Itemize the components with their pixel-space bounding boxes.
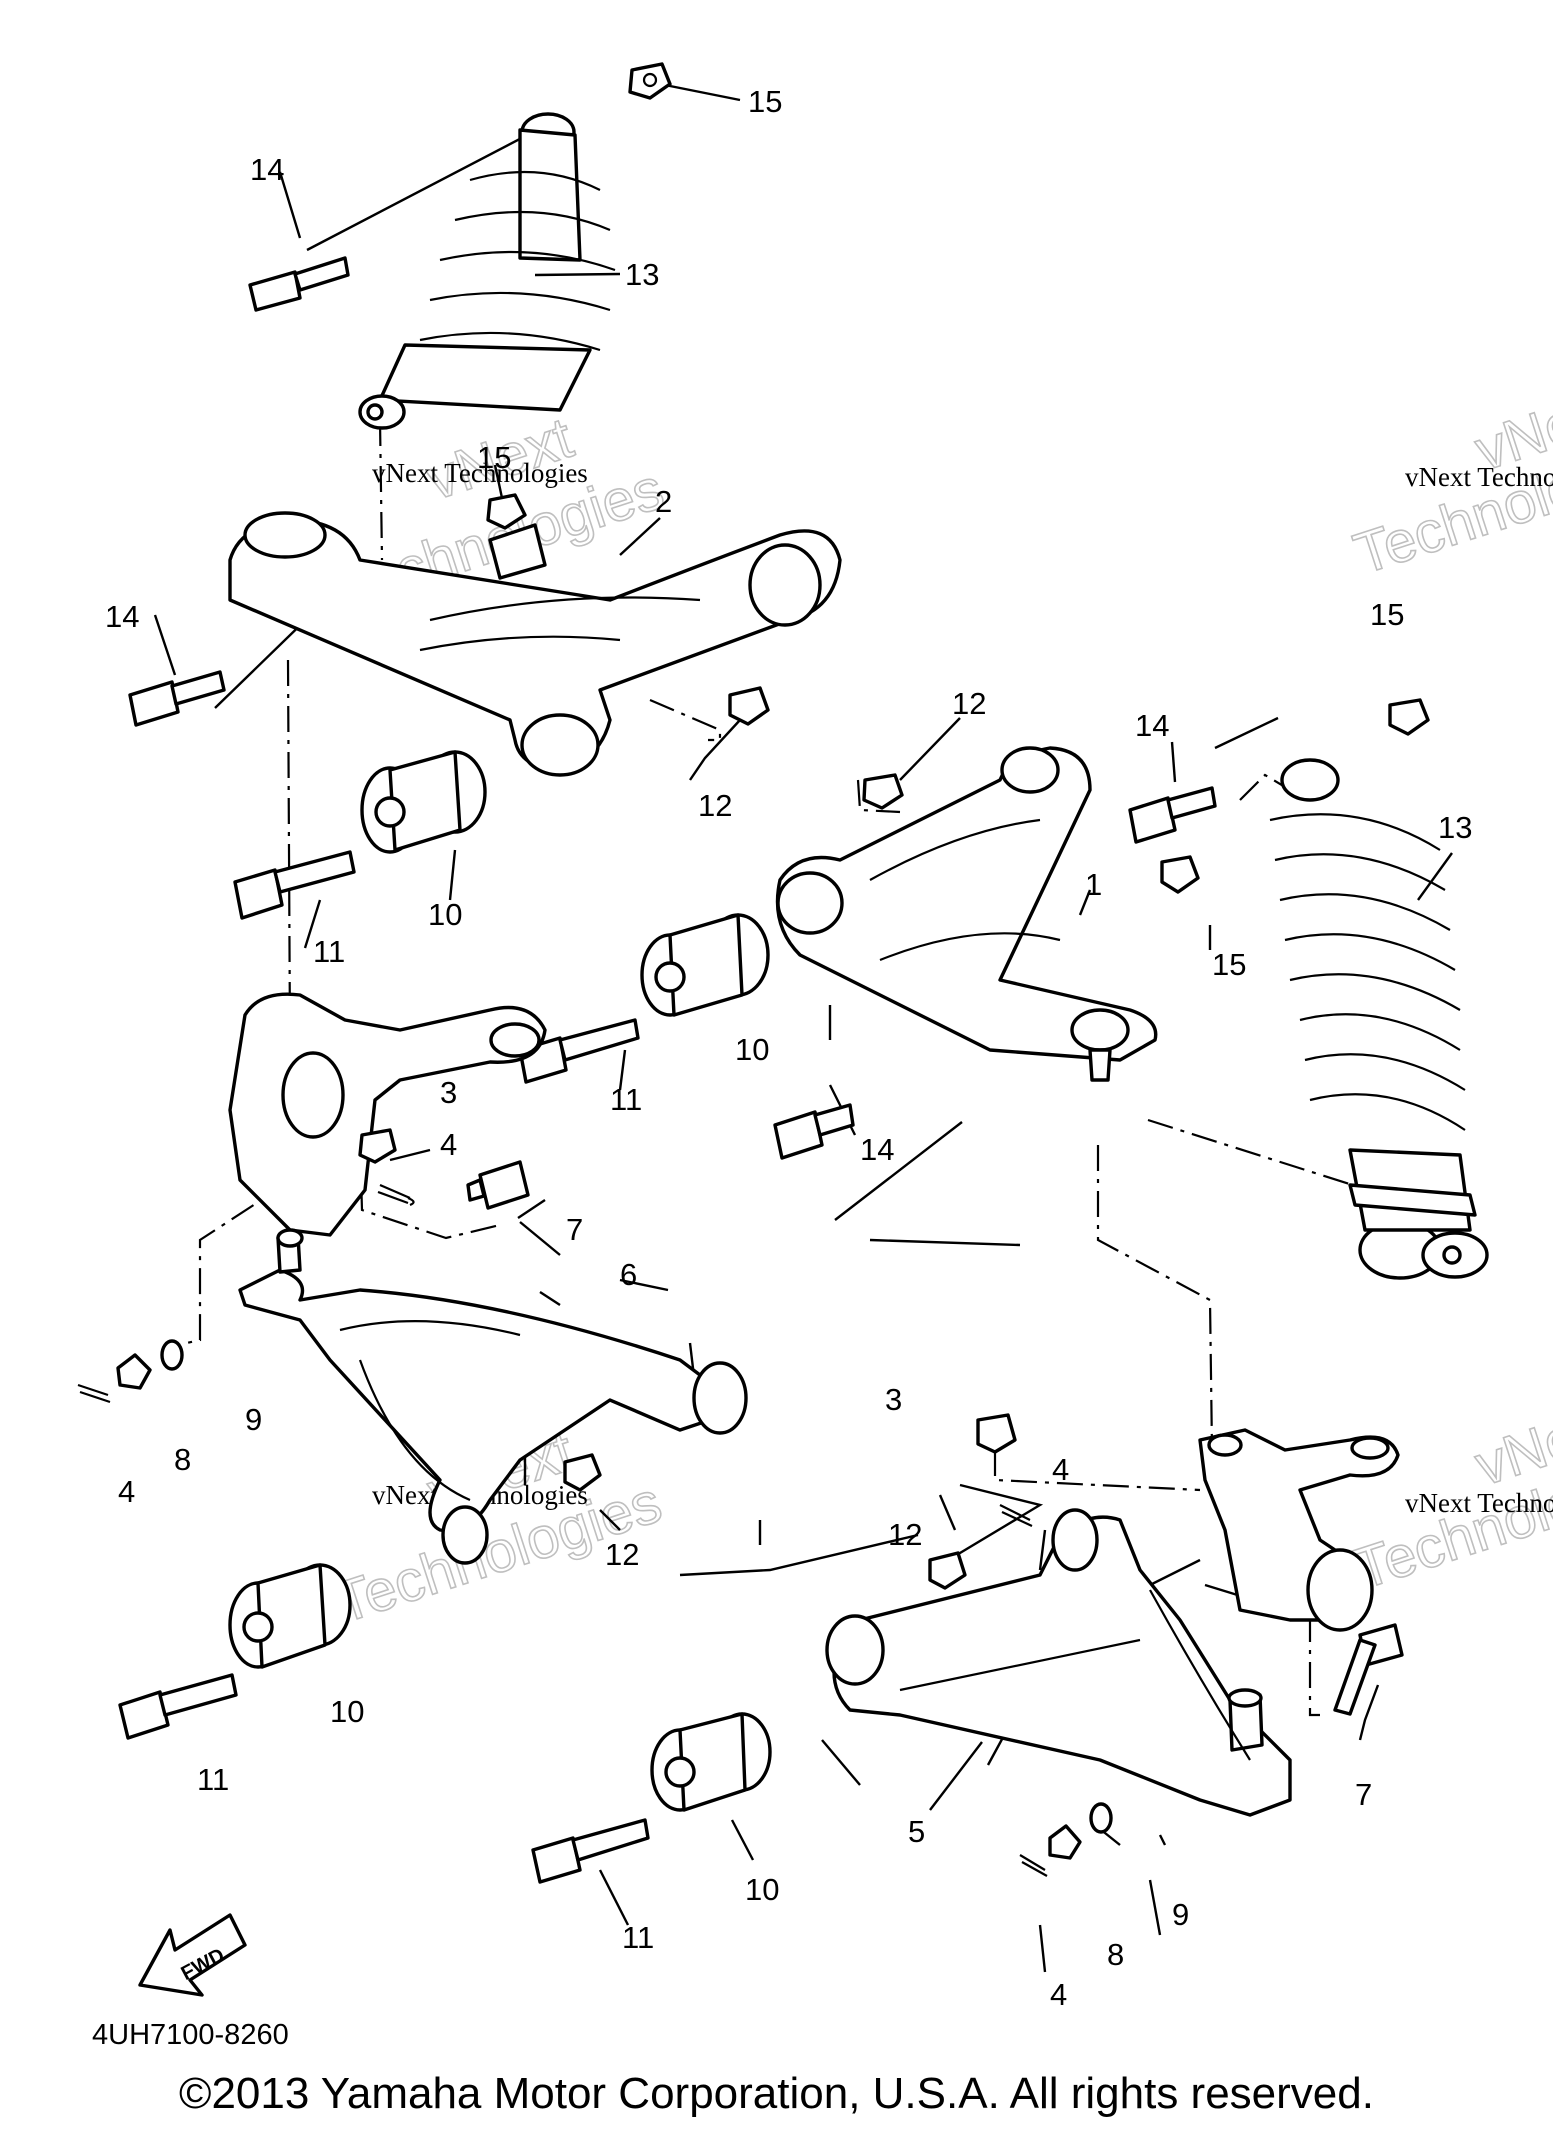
lower-arm-6 xyxy=(238,1228,748,1565)
callout-11: 11 xyxy=(313,934,345,969)
callout-11: 11 xyxy=(610,1082,642,1117)
callout-8: 8 xyxy=(174,1442,191,1477)
bolt-11-left-lower xyxy=(118,1673,238,1740)
callout-12: 12 xyxy=(698,788,732,823)
callout-8: 8 xyxy=(1107,1937,1124,1972)
watermark-line: vNext Technologies xyxy=(1405,462,1553,492)
callout-3: 3 xyxy=(885,1382,902,1417)
washer-9-left xyxy=(160,1339,184,1371)
nut-8-left xyxy=(116,1353,152,1390)
bolt-7-left xyxy=(466,1160,530,1210)
nut-3-right xyxy=(976,1413,1017,1454)
bolt-14-right xyxy=(773,1103,855,1160)
callout-14: 14 xyxy=(1135,708,1169,743)
nut-15-upper-arm xyxy=(486,493,527,530)
fwd-arrow-icon: FWD xyxy=(138,1913,247,1997)
upper-arm-1 xyxy=(775,746,1158,1082)
bolt-14-upper-arm xyxy=(128,670,226,727)
callout-12: 12 xyxy=(605,1537,639,1572)
bolt-14-right-top xyxy=(1128,786,1217,844)
shock-absorber-upper-left xyxy=(358,112,616,430)
callout-1: 1 xyxy=(1085,867,1102,902)
steering-knuckle-right xyxy=(1198,1428,1400,1632)
watermark-line: vNext Technologies xyxy=(1405,1488,1553,1518)
upper-arm-2 xyxy=(228,511,842,777)
callout-9: 9 xyxy=(1172,1897,1189,1932)
callout-4: 4 xyxy=(440,1127,457,1162)
nut-12-left-lower xyxy=(563,1453,602,1492)
callout-12: 12 xyxy=(952,686,986,721)
callout-5: 5 xyxy=(908,1814,925,1849)
diagram-code: 4UH7100-8260 xyxy=(92,2019,289,2051)
callout-15: 15 xyxy=(748,84,782,119)
lower-arm-5 xyxy=(825,1508,1292,1817)
callout-14: 14 xyxy=(105,599,139,634)
cotter-pin-4-left xyxy=(377,1183,415,1207)
callout-7: 7 xyxy=(1355,1777,1372,1812)
callout-10: 10 xyxy=(330,1694,364,1729)
callout-7: 7 xyxy=(566,1212,583,1247)
bolt-11-upper xyxy=(233,850,356,920)
nut-12-right-lower xyxy=(928,1551,967,1590)
shock-absorber-right xyxy=(1269,758,1489,1280)
washer-9-right xyxy=(1089,1802,1113,1834)
callout-10: 10 xyxy=(745,1872,779,1907)
cotter-pin-4-right xyxy=(999,1504,1033,1527)
callout-13: 13 xyxy=(625,257,659,292)
leader-lines xyxy=(153,82,1453,1973)
callout-9: 9 xyxy=(245,1402,262,1437)
callout-4: 4 xyxy=(1050,1977,1067,2012)
callout-11: 11 xyxy=(622,1920,654,1955)
callout-12: 12 xyxy=(888,1517,922,1552)
callout-15: 15 xyxy=(1212,947,1246,982)
copyright-notice: ©2013 Yamaha Motor Corporation, U.S.A. A… xyxy=(179,2069,1374,2118)
callout-14: 14 xyxy=(250,152,284,187)
callout-15: 15 xyxy=(1370,597,1404,632)
callout-14: 14 xyxy=(860,1132,894,1167)
callout-10: 10 xyxy=(735,1032,769,1067)
cotter-pin-4-right-lower xyxy=(1019,1854,1048,1877)
nut-12-right-upper xyxy=(862,773,904,810)
callout-15: 15 xyxy=(477,440,511,475)
callout-11: 11 xyxy=(197,1762,229,1797)
callout-4: 4 xyxy=(118,1474,135,1509)
bolt-7-right xyxy=(1333,1623,1404,1716)
callout-6: 6 xyxy=(620,1257,637,1292)
bushing-10-right-lower xyxy=(650,1712,772,1812)
nut-12-upper-arm xyxy=(728,686,770,726)
bushing-10-right xyxy=(640,913,770,1017)
cotter-pin-4-left-lower xyxy=(77,1383,111,1404)
callout-3: 3 xyxy=(440,1075,457,1110)
callout-10: 10 xyxy=(428,897,462,932)
steering-knuckle-left xyxy=(228,992,547,1237)
bolt-14-top xyxy=(248,256,350,312)
nut-15-top xyxy=(628,62,672,100)
nut-15-right xyxy=(1160,855,1200,894)
bushing-10-upper xyxy=(360,750,487,854)
nut-15-right-shock xyxy=(1388,698,1430,736)
watermark-line: vNext Technologies xyxy=(372,458,588,488)
callout-2: 2 xyxy=(655,484,672,519)
nut-8-right xyxy=(1048,1824,1082,1860)
bushing-10-left-lower xyxy=(228,1563,352,1669)
bolt-11-right-lower xyxy=(531,1818,650,1884)
callout-4: 4 xyxy=(1052,1452,1069,1487)
callout-labels: 15 14 13 15 2 14 12 10 11 12 14 15 13 1 … xyxy=(105,84,1472,2012)
callout-13: 13 xyxy=(1438,810,1472,845)
